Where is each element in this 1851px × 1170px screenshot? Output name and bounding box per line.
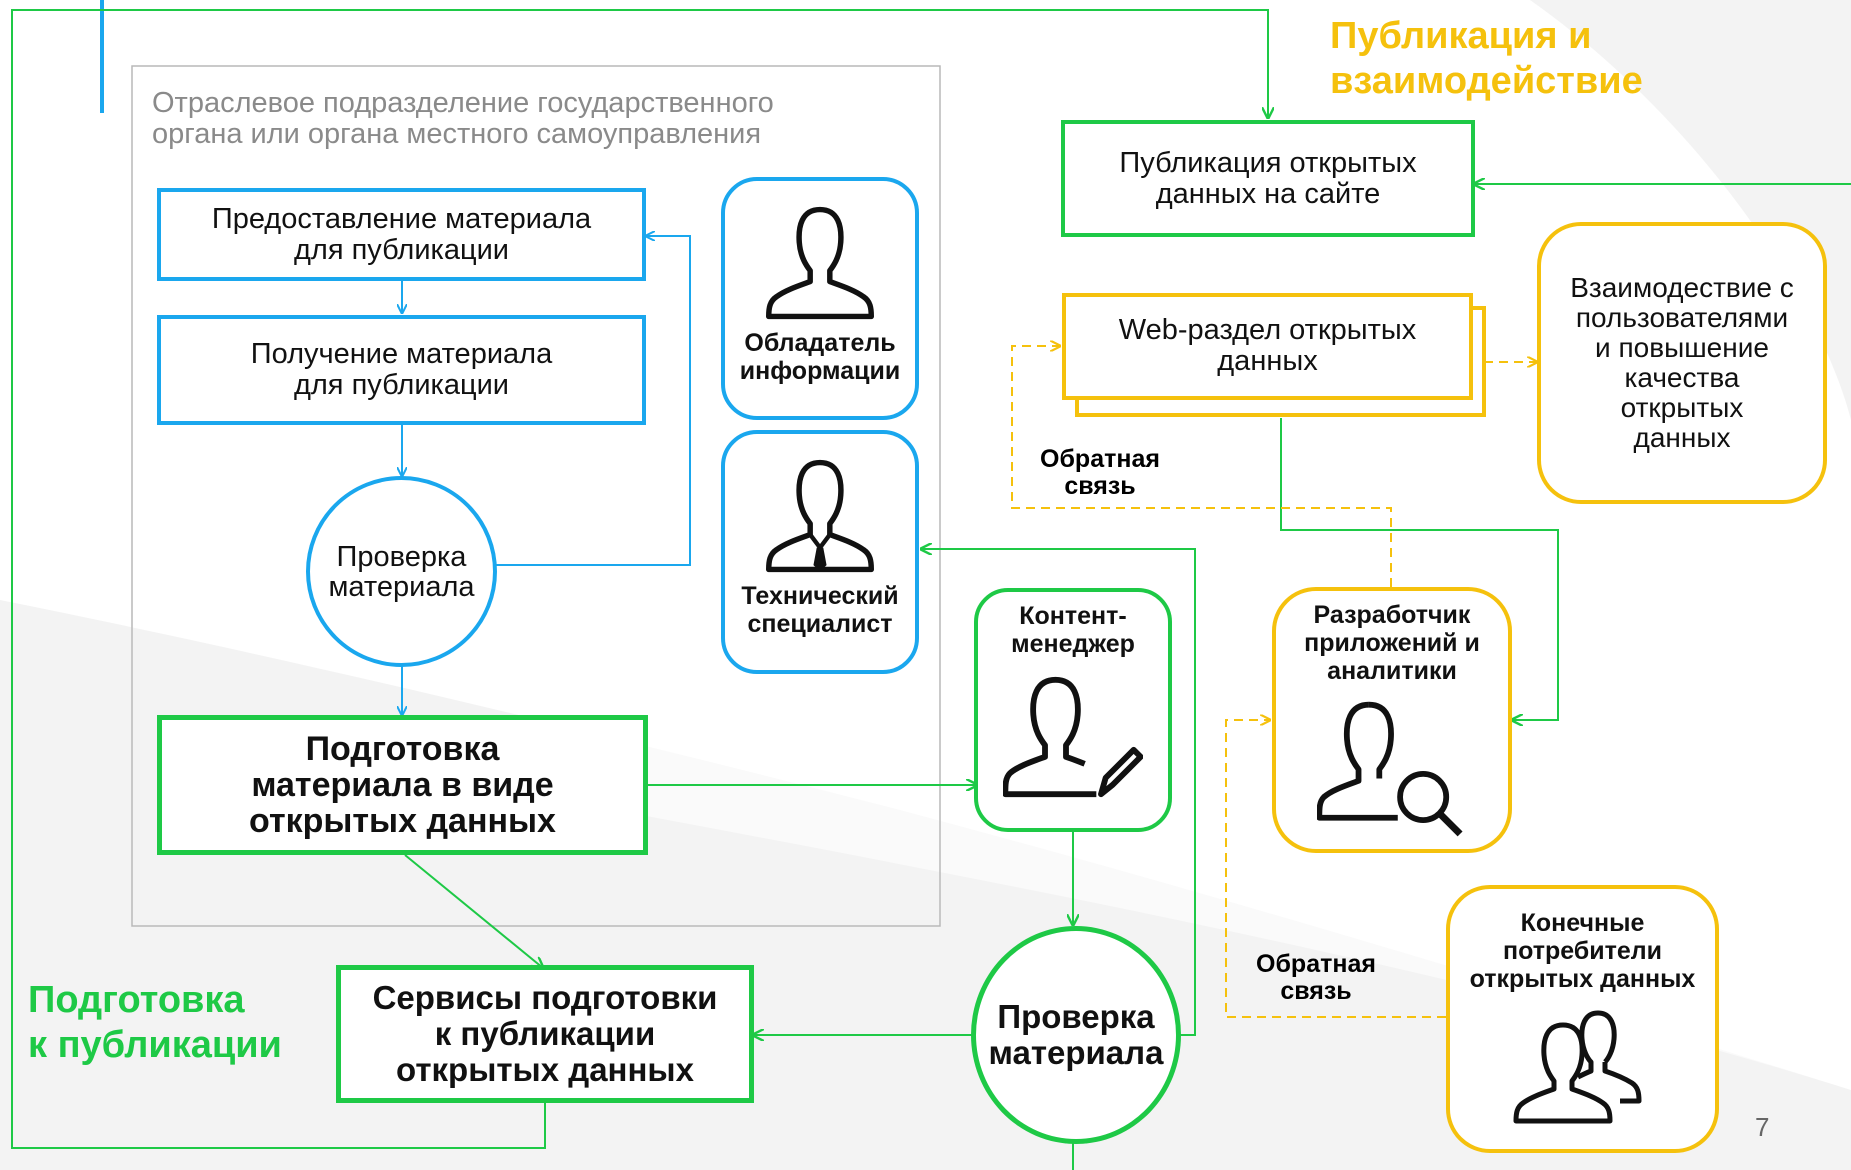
step-services-preparation[interactable]: Сервисы подготовки к публикации открытых…	[336, 965, 754, 1103]
person-magnifier-icon	[1317, 701, 1463, 837]
person-pen-icon	[1003, 676, 1143, 798]
step-check-big-line2: материала	[988, 1034, 1164, 1071]
step-publish-line2: данных на сайте	[1155, 177, 1381, 210]
person-tie-icon	[766, 459, 874, 573]
section-title-preparation-line1: Подготовка	[28, 979, 245, 1021]
step-services-line1: Сервисы подготовки	[372, 979, 718, 1016]
role-owner-line2: информации	[739, 357, 901, 385]
step-check-small-line2: материала	[328, 570, 475, 603]
role-owner-line1: Обладатель	[744, 329, 896, 357]
step-prepare-line3: открытых данных	[249, 802, 556, 840]
section-title-publication-line1: Публикация и	[1330, 15, 1592, 57]
feedback-bottom-line2: связь	[1280, 977, 1352, 1005]
section-title-preparation: Подготовка к публикации	[28, 978, 282, 1068]
step-receive-line2: для публикации	[293, 369, 509, 401]
department-caption: Отраслевое подразделение государственног…	[152, 88, 774, 150]
step-interaction-line1: Взаимодествие с	[1570, 272, 1794, 303]
role-technical-specialist[interactable]: Технический специалист	[721, 430, 919, 674]
step-check-big-line1: Проверка	[997, 998, 1155, 1035]
step-interaction-line3: и повышение	[1595, 332, 1769, 363]
step-receive-line1: Получение материала	[250, 338, 553, 370]
step-prepare-line1: Подготовка	[305, 730, 500, 768]
section-title-publication-line2: взаимодействие	[1330, 60, 1643, 102]
step-prepare-open-data[interactable]: Подготовка материала в виде открытых дан…	[157, 715, 648, 855]
role-information-owner[interactable]: Обладатель информации	[721, 177, 919, 420]
role-consumers-line3: открытых данных	[1469, 965, 1696, 993]
step-web-line1: Web-раздел открытых	[1118, 314, 1417, 346]
step-provide-material[interactable]: Предоставление материала для публикации	[157, 188, 646, 281]
feedback-bottom-line1: Обратная	[1256, 950, 1376, 978]
role-consumers-line2: потребители	[1502, 937, 1663, 965]
role-developer-line3: аналитики	[1327, 657, 1457, 685]
step-check-small-line1: Проверка	[336, 540, 467, 573]
feedback-label-top: Обратная связь	[1020, 446, 1180, 500]
step-web-section[interactable]: Web-раздел открытых данных	[1062, 293, 1473, 400]
step-interaction-line5: открытых	[1620, 392, 1744, 423]
role-tech-line1: Технический	[741, 582, 899, 610]
step-prepare-line2: материала в виде	[251, 766, 554, 804]
role-developer-line2: приложений и	[1304, 629, 1480, 657]
step-publish-line1: Публикация открытых	[1119, 146, 1417, 179]
step-interaction-line2: пользователями	[1575, 302, 1789, 333]
feedback-top-line1: Обратная	[1040, 445, 1160, 473]
role-content-line2: менеджер	[1011, 630, 1135, 658]
step-check-material-small[interactable]: Проверка материала	[306, 476, 497, 667]
role-content-manager[interactable]: Контент- менеджер	[974, 588, 1172, 832]
step-provide-line2: для публикации	[293, 233, 510, 266]
section-title-publication: Публикация и взаимодействие	[1330, 14, 1643, 104]
step-provide-line1: Предоставление материала	[211, 202, 592, 235]
person-icon	[766, 206, 874, 320]
role-end-consumers[interactable]: Конечные потребители открытых данных	[1446, 885, 1719, 1153]
department-caption-line2: органа или органа местного самоуправлени…	[152, 118, 762, 150]
step-interaction-line6: данных	[1633, 422, 1731, 453]
department-caption-line1: Отраслевое подразделение государственног…	[152, 87, 774, 119]
role-developer-line1: Разработчик	[1313, 601, 1471, 629]
people-icon	[1513, 1010, 1641, 1124]
role-tech-line2: специалист	[747, 610, 893, 638]
step-services-line3: открытых данных	[396, 1051, 694, 1088]
step-publish-on-site[interactable]: Публикация открытых данных на сайте	[1061, 120, 1475, 237]
section-title-preparation-line2: к публикации	[28, 1024, 282, 1066]
step-web-line2: данных	[1217, 345, 1318, 377]
role-developer-analytics[interactable]: Разработчик приложений и аналитики	[1272, 587, 1512, 853]
step-user-interaction[interactable]: Взаимодествие с пользователями и повышен…	[1537, 222, 1827, 504]
feedback-top-line2: связь	[1064, 472, 1136, 500]
role-consumers-line1: Конечные	[1520, 909, 1645, 937]
page-number: 7	[1755, 1112, 1770, 1142]
step-interaction-line4: качества	[1624, 362, 1740, 393]
step-receive-material[interactable]: Получение материала для публикации	[157, 315, 646, 425]
role-content-line1: Контент-	[1019, 602, 1127, 630]
step-check-material-big[interactable]: Проверка материала	[971, 926, 1181, 1144]
step-services-line2: к публикации	[434, 1015, 656, 1052]
feedback-label-bottom: Обратная связь	[1236, 951, 1396, 1005]
